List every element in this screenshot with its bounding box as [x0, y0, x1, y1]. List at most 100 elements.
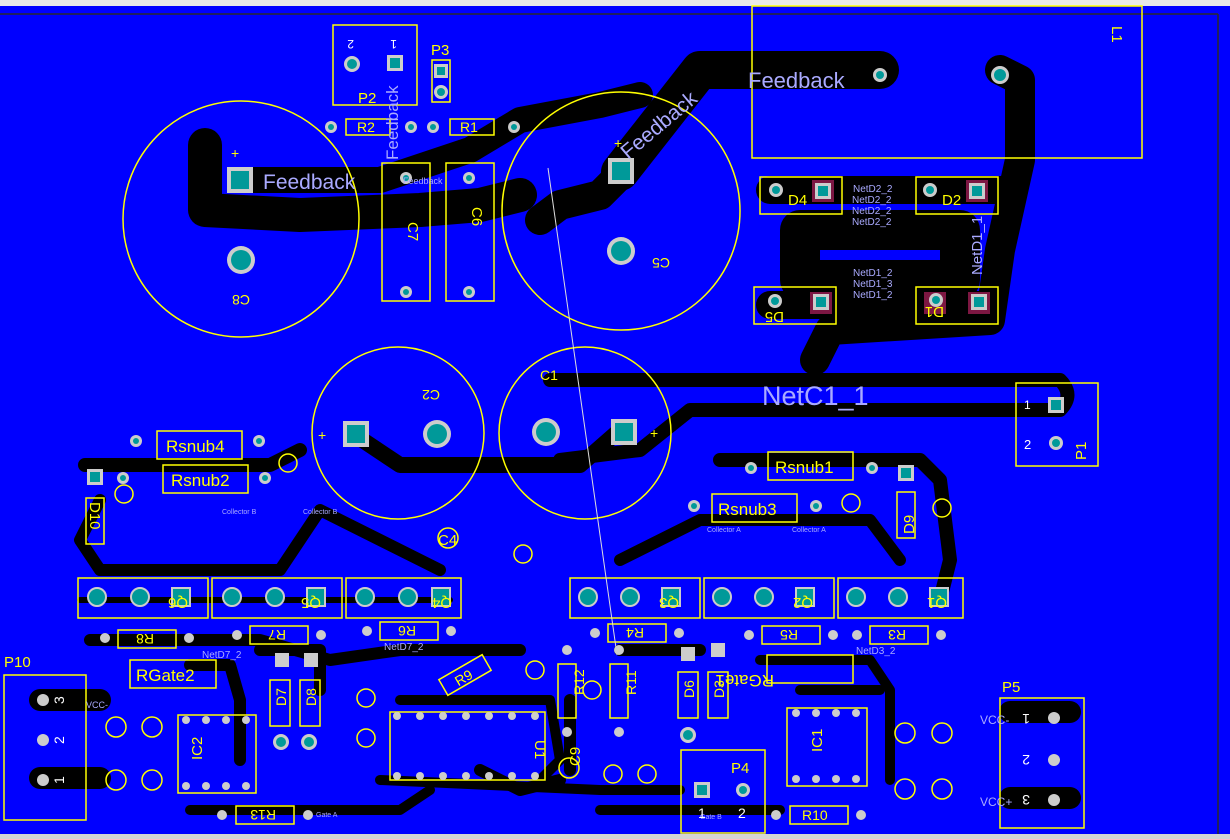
q2-pad-3 — [795, 587, 815, 607]
net-label-netd2-c: NetD2_2 — [852, 206, 892, 217]
p1-outline — [1015, 382, 1099, 467]
q2-pad-1 — [712, 587, 732, 607]
label-q1: Q1 — [927, 594, 947, 611]
label-c5: C5 — [652, 255, 670, 271]
r11-outline — [609, 663, 629, 719]
r6-outline — [379, 621, 439, 641]
label-rsnub2: Rsnub2 — [171, 471, 230, 490]
q6-pad-1 — [87, 587, 107, 607]
trace-lower-3 — [395, 695, 565, 785]
trace-l1-right — [800, 55, 1035, 375]
r8-outline — [117, 629, 177, 649]
ic1-outline — [786, 707, 868, 787]
label-c2: C2 — [422, 387, 440, 403]
label-r8: R8 — [136, 631, 154, 647]
r3-pad-a — [852, 630, 862, 640]
ic1-pads — [792, 709, 860, 783]
q1-pad-1 — [846, 587, 866, 607]
r5-outline — [761, 625, 821, 645]
c13-outline — [356, 728, 376, 748]
d2-outline — [915, 176, 999, 215]
q5-pad-1 — [222, 587, 242, 607]
r12-outline — [557, 663, 577, 719]
c19-outline — [931, 722, 953, 744]
q1-outline — [837, 577, 964, 619]
p2-outline — [332, 24, 418, 106]
label-d7: D7 — [273, 688, 289, 706]
c4-outline — [437, 527, 459, 549]
trace-netc1 — [543, 373, 1075, 467]
d6-pad — [681, 647, 695, 661]
polarity-c2: + — [318, 427, 326, 443]
label-d8: D8 — [303, 688, 319, 706]
rgate1-outline — [766, 654, 854, 684]
d8-outline — [299, 679, 321, 727]
net-label-netd2-b: NetD2_2 — [852, 195, 892, 206]
c25-outline — [141, 769, 163, 791]
d7-outline — [269, 679, 291, 727]
r7-pad-b — [316, 630, 326, 640]
p4-outline — [680, 749, 766, 834]
trace-feedback-to-c5 — [227, 82, 653, 193]
r6-pad-a — [362, 626, 372, 636]
trace-gate-a — [185, 785, 435, 815]
d4-outline — [759, 176, 843, 215]
c6-outline — [445, 162, 495, 302]
trace-snub-left2 — [74, 494, 446, 576]
label-d6: D6 — [681, 680, 697, 698]
p10-pad-3 — [37, 694, 49, 706]
label-q3: Q3 — [659, 594, 679, 611]
polarity-c8: + — [231, 145, 239, 161]
r11-pad-a — [614, 645, 624, 655]
c5-outline — [501, 91, 741, 331]
trace-d7 — [254, 644, 326, 696]
label-rsnub1: Rsnub1 — [775, 458, 834, 477]
trace-feedback-c8 — [188, 128, 537, 232]
polarity-c5: + — [614, 135, 622, 151]
c3-outline — [513, 544, 533, 564]
r10-pad-b — [856, 810, 866, 820]
r4-pad-a — [590, 628, 600, 638]
net-label-collector-a2: Collector A — [792, 527, 826, 534]
d7-pad — [275, 653, 289, 667]
label-u1: U1 — [531, 740, 548, 759]
r8-pad-a — [100, 633, 110, 643]
r6-pad-b — [446, 626, 456, 636]
polarity-marks: + + + + — [231, 135, 658, 443]
d10-outline — [85, 497, 105, 545]
r8-pad-b — [184, 633, 194, 643]
q6-outline — [77, 577, 209, 619]
pin-p5-1: 1 — [1022, 711, 1030, 727]
pin-p1-1: 1 — [1024, 398, 1031, 412]
q3-pad-3 — [661, 587, 681, 607]
net-label-feedback-vert: Feedback — [383, 85, 402, 160]
label-d2: D2 — [942, 192, 961, 209]
trace-lower-4 — [375, 775, 685, 795]
q5-outline — [211, 577, 343, 619]
pin-p10-1: 1 — [51, 776, 67, 784]
d9-outline — [896, 491, 916, 539]
label-rsnub3: Rsnub3 — [718, 500, 777, 519]
pin-numbers: 1 2 1 2 1 2 1 2 3 3 2 1 — [51, 37, 1031, 821]
q1-pad-3 — [929, 587, 949, 607]
p10-outline — [3, 674, 87, 821]
net-label-netd1-a: NetD1_2 — [853, 268, 893, 279]
c2-outline — [311, 346, 485, 520]
label-q5: Q5 — [301, 594, 321, 611]
u1-pads — [393, 712, 539, 780]
silkscreen — [3, 5, 1143, 834]
q6-pad-2 — [130, 587, 150, 607]
net-label-vcc-right: VCC- — [980, 713, 1009, 727]
r11-pad-b — [614, 727, 624, 737]
r7-outline — [249, 625, 309, 645]
c8-outline — [122, 100, 360, 338]
q2-outline — [703, 577, 835, 619]
label-d4: D4 — [788, 192, 807, 209]
label-q4: Q4 — [432, 594, 452, 611]
net-label-feedback-left: Feedback — [263, 171, 356, 194]
net-label-netd2-d: NetD2_2 — [852, 217, 892, 228]
r13-pad-a — [217, 810, 227, 820]
r3-outline — [869, 625, 929, 645]
r1-outline — [449, 118, 495, 136]
